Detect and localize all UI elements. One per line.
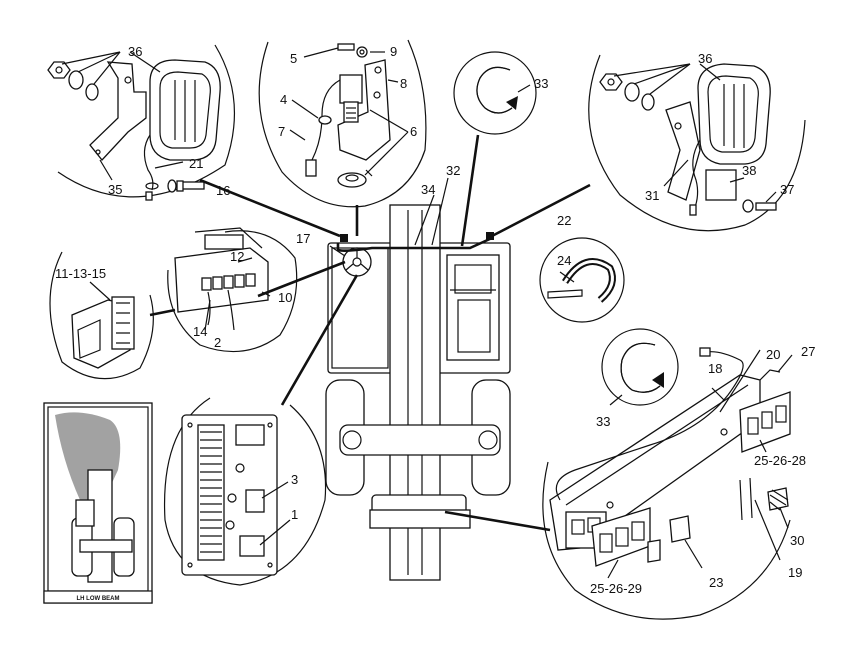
- callout-25-26-29: 25-26-29: [590, 581, 642, 596]
- detail-pedal-switch: [258, 39, 427, 208]
- callout-31: 31: [645, 188, 659, 203]
- callout-1: 1: [291, 507, 298, 522]
- callout-14: 14: [193, 324, 207, 339]
- callout-32: 32: [446, 163, 460, 178]
- detail-dashboard: [167, 227, 298, 353]
- callout-22: 22: [557, 213, 571, 228]
- callout-5: 5: [290, 51, 297, 66]
- callout-30: 30: [790, 533, 804, 548]
- callout-36-right: 36: [698, 51, 712, 66]
- callout-24: 24: [557, 253, 571, 268]
- callout-35: 35: [108, 182, 122, 197]
- callout-20: 20: [766, 347, 780, 362]
- callout-38: 38: [742, 163, 756, 178]
- callout-numbers: 36 21 35 16 5 9 8 4 7 6 33 36 38 31 37 3…: [55, 44, 815, 596]
- detail-clip-top: [453, 51, 537, 135]
- callout-27: 27: [801, 344, 815, 359]
- callout-37: 37: [780, 182, 794, 197]
- detail-hose-clip: [539, 237, 625, 323]
- callout-16: 16: [216, 183, 230, 198]
- callout-3: 3: [291, 472, 298, 487]
- callout-19: 19: [788, 565, 802, 580]
- callout-2: 2: [214, 335, 221, 350]
- inset-lh-low-beam: LH LOW BEAM: [43, 402, 153, 604]
- callout-17: 17: [296, 231, 310, 246]
- detail-left-work-light: [47, 44, 236, 201]
- callout-8: 8: [400, 76, 407, 91]
- callout-34: 34: [421, 182, 435, 197]
- leader-lines: [149, 134, 591, 532]
- callout-25-26-28: 25-26-28: [754, 453, 806, 468]
- inset-caption: LH LOW BEAM: [77, 596, 120, 602]
- callout-6: 6: [410, 124, 417, 139]
- callout-18: 18: [708, 361, 722, 376]
- callout-4: 4: [280, 92, 287, 107]
- detail-right-work-light: [588, 54, 806, 232]
- detail-rear-lights: [542, 347, 793, 620]
- callout-12: 12: [230, 249, 244, 264]
- callout-23: 23: [709, 575, 723, 590]
- callout-36-left: 36: [128, 44, 142, 59]
- callout-11-13-15: 11-13-15: [55, 266, 106, 281]
- callout-9: 9: [390, 44, 397, 59]
- callout-10: 10: [278, 290, 292, 305]
- detail-rocker-switch: [49, 251, 154, 380]
- callout-33-bottom: 33: [596, 414, 610, 429]
- callout-33-top: 33: [534, 76, 548, 91]
- detail-clip-bottom: [601, 328, 679, 406]
- callout-7: 7: [278, 124, 285, 139]
- callout-21: 21: [189, 156, 203, 171]
- detail-fuse-box: [163, 397, 327, 586]
- machine-top-view: [325, 204, 511, 581]
